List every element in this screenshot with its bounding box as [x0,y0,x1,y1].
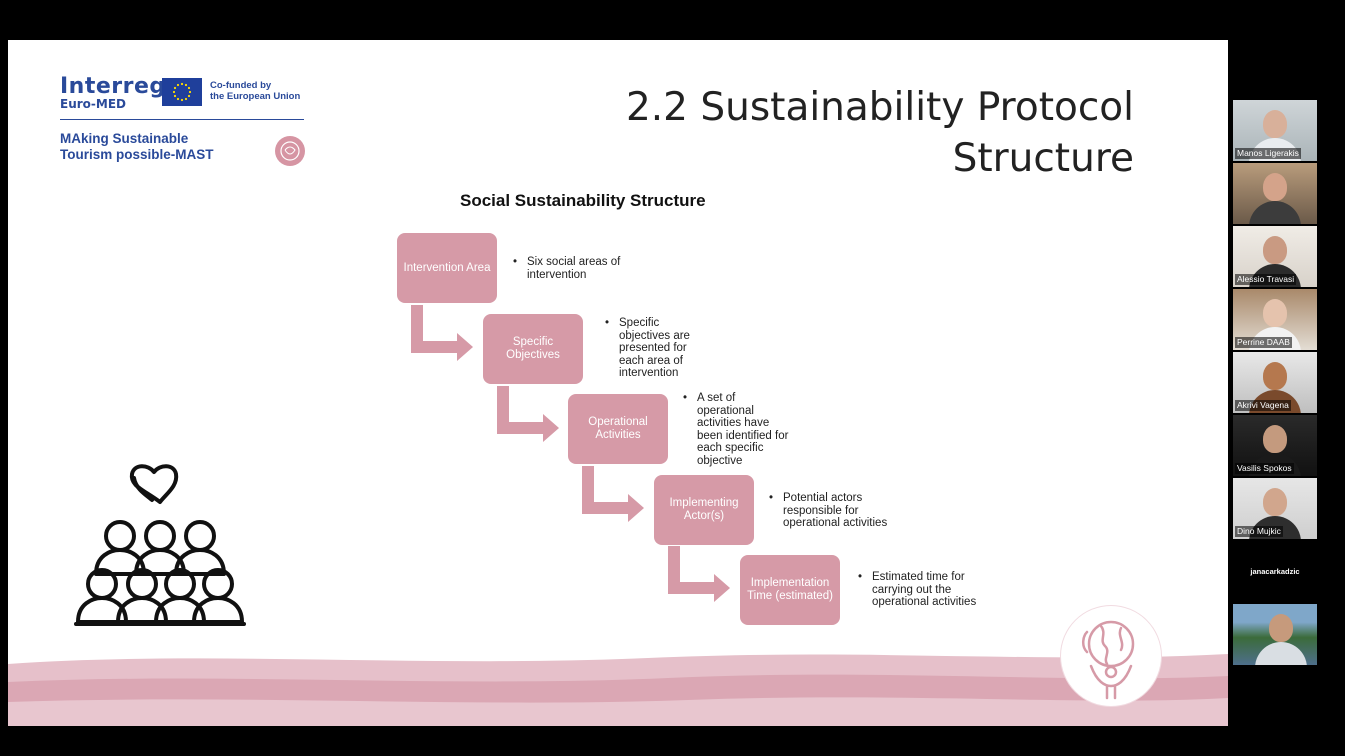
participant-tile[interactable]: Dino Mujkic [1233,478,1317,539]
step-desc-operational-activities: • A set of operational activities have be… [683,392,793,467]
interreg-wordmark: Interreg [60,74,166,99]
euromed-wordmark: Euro-MED [60,97,126,111]
cofunded-line1: Co-funded by [210,80,272,91]
step-desc-implementing-actors: • Potential actors responsible for operat… [769,492,913,530]
cofunded-line2: the European Union [210,91,301,102]
step-desc-text: Estimated time for carrying out the oper… [872,571,977,608]
project-name-line1: MAking Sustainable [60,131,189,146]
step-box-implementation-time: Implementation Time (estimated) [740,555,840,625]
bent-arrow-icon [411,305,473,361]
community-heart-icon [74,464,246,626]
slide-subtitle: Social Sustainability Structure [460,191,706,210]
step-desc-implementation-time: • Estimated time for carrying out the ope… [858,571,1002,609]
participant-tile[interactable] [1233,604,1317,665]
participant-tile[interactable] [1233,163,1317,224]
participant-tile[interactable]: Manos Ligerakis [1233,100,1317,161]
step-box-specific-objectives: Specific Objectives [483,314,583,384]
participant-name: Perrine DAAB [1235,337,1292,348]
bullet-icon: • [513,256,518,268]
bullet-icon: • [683,392,688,404]
bent-arrow-icon [582,466,644,522]
slide-title-line2: Structure [952,136,1134,181]
bullet-icon: • [605,317,610,329]
participant-name: Alessio Travasi [1235,274,1297,285]
participant-name: Manos Ligerakis [1235,148,1301,159]
participant-tile[interactable]: Vasilis Spokos [1233,415,1317,476]
mast-emblem-icon [275,136,305,166]
slide-title: 2.2 Sustainability Protocol Structure [626,82,1134,184]
step-desc-text: Six social areas of intervention [527,256,621,281]
step-box-implementing-actors: Implementing Actor(s) [654,475,754,545]
participant-tile[interactable]: janacarkadzic [1233,541,1317,602]
project-name: MAking Sustainable Tourism possible-MAST [60,131,214,163]
bullet-icon: • [858,571,863,583]
step-desc-specific-objectives: • Specific objectives are presented for e… [605,317,707,380]
globe-people-icon [1061,606,1161,706]
bullet-icon: • [769,492,774,504]
participant-tile[interactable]: Perrine DAAB [1233,289,1317,350]
step-box-intervention-area: Intervention Area [397,233,497,303]
participant-name: Dino Mujkic [1235,526,1283,537]
step-desc-text: Potential actors responsible for operati… [783,492,888,529]
bent-arrow-icon [497,386,559,442]
presentation-slide: Interreg Euro-MED Co-funded by the Europ… [8,40,1228,726]
step-desc-intervention-area: • Six social areas of intervention [513,256,637,281]
interreg-logo: Interreg Euro-MED [60,74,166,111]
step-box-operational-activities: Operational Activities [568,394,668,464]
participant-name: janacarkadzic [1250,567,1300,576]
project-name-line2: Tourism possible-MAST [60,147,214,162]
participant-tile[interactable]: Alessio Travasi [1233,226,1317,287]
logo-divider [60,119,304,120]
slide-title-line1: 2.2 Sustainability Protocol [625,85,1134,130]
participant-name: Vasilis Spokos [1235,463,1294,474]
cofunded-text: Co-funded by the European Union [210,80,300,102]
bent-arrow-icon [668,546,730,602]
wave-decoration [8,654,1228,726]
step-desc-text: Specific objectives are presented for ea… [619,317,690,379]
eu-flag-icon [162,78,202,106]
participant-name: Akrivi Vagena [1235,400,1291,411]
participant-tile[interactable]: Akrivi Vagena [1233,352,1317,413]
step-desc-text: A set of operational activities have bee… [697,392,789,467]
